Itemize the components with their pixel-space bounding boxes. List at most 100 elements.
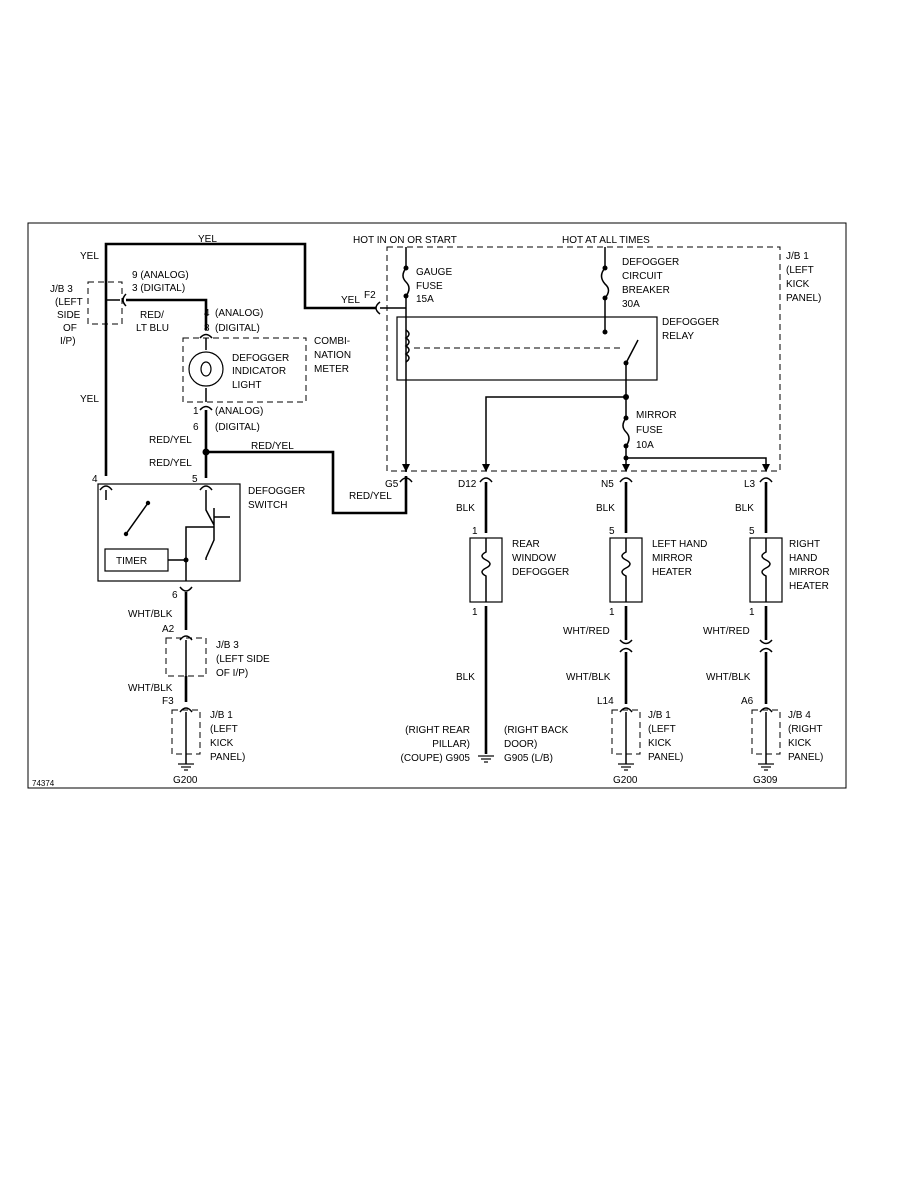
wire-yel-top <box>104 242 376 476</box>
svg-text:RIGHT: RIGHT <box>789 539 820 550</box>
svg-text:SWITCH: SWITCH <box>248 500 287 511</box>
svg-text:MIRROR: MIRROR <box>652 553 693 564</box>
defogger-relay-box <box>396 316 658 381</box>
svg-text:HEATER: HEATER <box>652 567 692 578</box>
inline-connector-left <box>619 639 633 653</box>
svg-text:PANEL): PANEL) <box>210 752 245 763</box>
conn-a6: A6 <box>741 696 754 707</box>
connector-n5 <box>619 477 633 483</box>
label-yel-top: YEL <box>198 234 217 245</box>
svg-text:OF: OF <box>63 323 77 334</box>
svg-text:PILLAR): PILLAR) <box>432 739 470 750</box>
label-blk-n5: BLK <box>596 503 615 514</box>
conn-a2: A2 <box>162 624 175 635</box>
svg-text:PANEL): PANEL) <box>786 293 821 304</box>
label-blk-l3: BLK <box>735 503 754 514</box>
svg-text:(LEFT: (LEFT <box>786 265 814 276</box>
ground-g200-mid-symbol <box>618 763 634 771</box>
svg-text:HEATER: HEATER <box>789 581 829 592</box>
power-hot-on-start: HOT IN ON OR START <box>353 235 457 246</box>
svg-text:PANEL): PANEL) <box>788 752 823 763</box>
wire-to-l3-internal <box>626 457 767 470</box>
mirror-fuse-label: MIRROR FUSE 10A <box>636 410 677 451</box>
conn-meter-top-pin8: 8 <box>204 323 210 334</box>
arrow-g5 <box>402 464 410 472</box>
label-blk-d12: BLK <box>456 503 475 514</box>
svg-text:DEFOGGER: DEFOGGER <box>232 353 289 364</box>
power-hot-all-times: HOT AT ALL TIMES <box>562 235 650 246</box>
gauge-fuse-symbol <box>402 267 410 297</box>
svg-text:NATION: NATION <box>314 350 351 361</box>
svg-text:LEFT HAND: LEFT HAND <box>652 539 707 550</box>
svg-text:(RIGHT REAR: (RIGHT REAR <box>405 725 470 736</box>
conn-f2: F2 <box>364 290 376 301</box>
conn-n5: N5 <box>601 479 614 490</box>
svg-text:DEFOGGER: DEFOGGER <box>248 486 305 497</box>
svg-text:KICK: KICK <box>210 738 234 749</box>
label-red-yel-2: RED/YEL <box>149 458 192 469</box>
indicator-light-label: DEFOGGER INDICATOR LIGHT <box>232 353 289 391</box>
label-wht-red-right: WHT/RED <box>703 626 750 637</box>
svg-text:KICK: KICK <box>788 738 812 749</box>
ground-rear-pillar-label: (RIGHT REAR PILLAR) (COUPE) G905 <box>401 725 471 764</box>
ground-g200-mid: G200 <box>613 775 638 786</box>
conn-meter-top-pin4: 4 <box>204 308 210 319</box>
arrow-d12 <box>482 464 490 472</box>
connector-jb3-symbol <box>122 293 127 307</box>
conn-meter-top-digital: (DIGITAL) <box>215 323 260 334</box>
svg-text:OF I/P): OF I/P) <box>216 668 248 679</box>
svg-text:(LEFT: (LEFT <box>648 724 676 735</box>
svg-text:GAUGE: GAUGE <box>416 267 452 278</box>
svg-text:METER: METER <box>314 364 349 375</box>
label-red-yel-1: RED/YEL <box>149 435 192 446</box>
conn-rh-pin-bot: 1 <box>749 607 755 618</box>
conn-l14: L14 <box>597 696 614 707</box>
conn-switch-pin5: 5 <box>192 474 198 485</box>
defogger-cb-label: DEFOGGER CIRCUIT BREAKER 30A <box>622 257 679 310</box>
switch-transistor <box>205 490 215 560</box>
svg-text:MIRROR: MIRROR <box>789 567 830 578</box>
conn-d12: D12 <box>458 479 477 490</box>
conn-switch-pin6: 6 <box>172 590 178 601</box>
svg-text:I/P): I/P) <box>60 336 76 347</box>
svg-text:(LEFT: (LEFT <box>210 724 238 735</box>
jb3-lower-label: J/B 3 (LEFT SIDE OF I/P) <box>216 640 270 679</box>
ground-g309: G309 <box>753 775 778 786</box>
svg-text:15A: 15A <box>416 294 434 305</box>
jb1-lower-left-label: J/B 1 (LEFT KICK PANEL) <box>210 710 245 763</box>
svg-text:LIGHT: LIGHT <box>232 380 261 391</box>
lh-mirror-heater-label: LEFT HAND MIRROR HEATER <box>652 539 707 578</box>
svg-text:DEFOGGER: DEFOGGER <box>512 567 569 578</box>
label-wht-blk-left: WHT/BLK <box>566 672 611 683</box>
conn-f3: F3 <box>162 696 174 707</box>
wire-red-lt-blu <box>126 298 208 330</box>
rh-mirror-heater-element <box>761 538 771 602</box>
conn-rear-pin-top: 1 <box>472 526 478 537</box>
switch-contact <box>125 502 149 535</box>
switch-contact-dot-2 <box>145 500 151 506</box>
svg-text:10A: 10A <box>636 440 654 451</box>
svg-text:FUSE: FUSE <box>636 425 663 436</box>
jb3-top-label: J/B 3 (LEFT SIDE OF I/P) <box>50 284 83 347</box>
relay-out-dot <box>623 360 629 366</box>
indicator-light-filament <box>200 361 212 377</box>
label-blk-rear-lower: BLK <box>456 672 475 683</box>
conn-meter-bot-analog: (ANALOG) <box>215 406 263 417</box>
svg-text:G905 (L/B): G905 (L/B) <box>504 753 553 764</box>
svg-text:(RIGHT: (RIGHT <box>788 724 822 735</box>
gauge-fuse-label: GAUGE FUSE 15A <box>416 267 452 305</box>
conn-rear-pin-bot: 1 <box>472 607 478 618</box>
svg-text:COMBI-: COMBI- <box>314 336 350 347</box>
svg-text:J/B 1: J/B 1 <box>210 710 233 721</box>
switch-timer-link <box>168 526 214 561</box>
lh-mirror-heater-element <box>621 538 631 602</box>
ground-g309-symbol <box>758 763 774 771</box>
relay-coil <box>404 329 410 363</box>
ground-back-door-label: (RIGHT BACK DOOR) G905 (L/B) <box>504 725 569 764</box>
connector-switch-6 <box>179 586 193 592</box>
cb-symbol <box>600 267 610 299</box>
svg-text:CIRCUIT: CIRCUIT <box>622 271 663 282</box>
conn-meter-bot-digital: (DIGITAL) <box>215 422 260 433</box>
svg-text:J/B 4: J/B 4 <box>788 710 811 721</box>
